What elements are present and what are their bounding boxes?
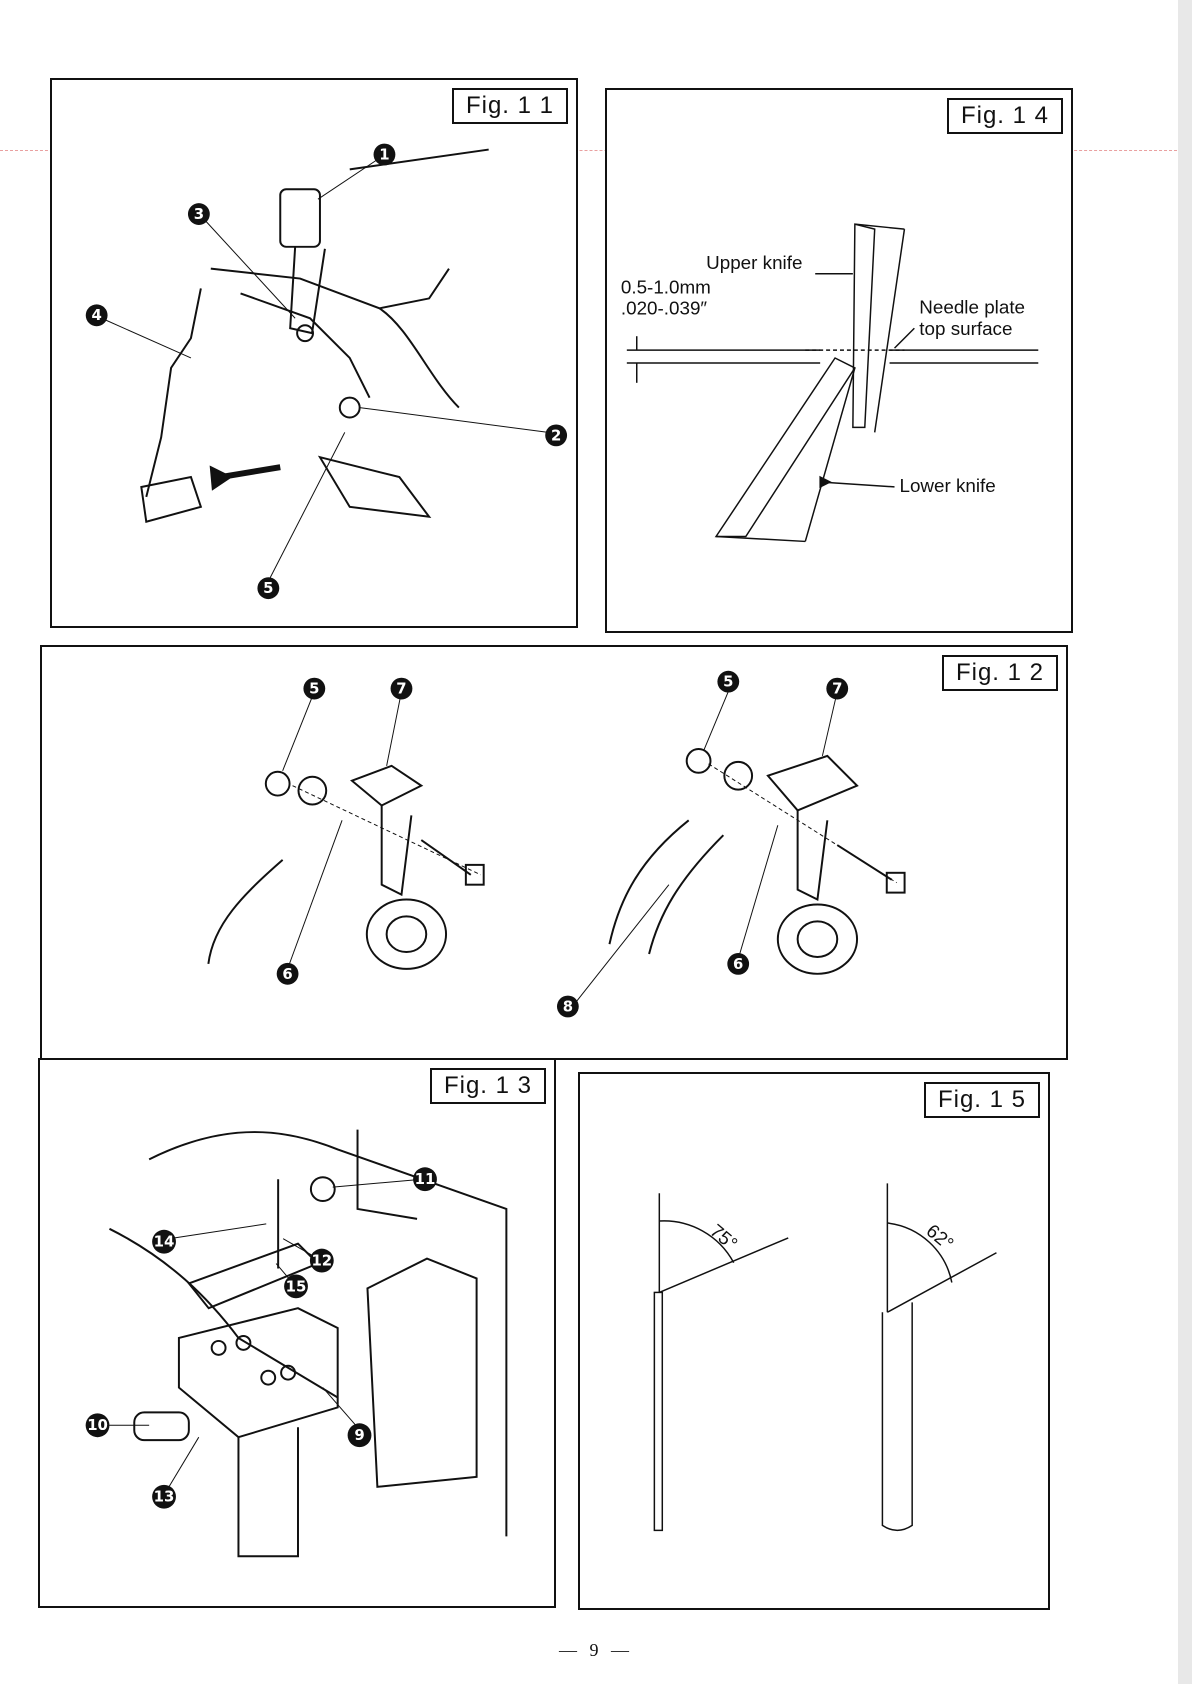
- figure-14-panel: Fig. 1 4 Upper knife 0.5-1.0mm .020-.039…: [605, 88, 1073, 633]
- fig12-callout-a6: 6: [282, 965, 292, 983]
- fig13-callout-12: 12: [311, 1252, 332, 1270]
- figure-15-panel: Fig. 1 5 75° 62°: [578, 1072, 1050, 1610]
- needle-plate-label-1: Needle plate: [919, 296, 1025, 317]
- fig12-callout-b6: 6: [733, 955, 743, 973]
- figure-11-panel: Fig. 1 1 1 2 3 4: [50, 78, 578, 628]
- fig13-callout-11: 11: [415, 1170, 436, 1188]
- fig13-callout-10: 10: [87, 1416, 108, 1434]
- fig13-callout-9: 9: [354, 1426, 364, 1444]
- page-edge: [1178, 0, 1192, 1684]
- fig12-callout-b7: 7: [832, 680, 842, 698]
- fig13-callout-15: 15: [286, 1277, 307, 1295]
- page-number: — 9 —: [0, 1640, 1192, 1661]
- gap-mm-label: 0.5-1.0mm: [621, 277, 711, 298]
- angle-62-label: 62°: [922, 1220, 957, 1254]
- figure-11-illustration: 1 2 3 4 5: [52, 80, 576, 626]
- angle-75-label: 75°: [706, 1220, 741, 1254]
- figure-12-illustration: 5 7 6 5 7 6 8: [42, 647, 1066, 1058]
- fig12-callout-a5: 5: [309, 680, 319, 698]
- upper-knife-label: Upper knife: [706, 252, 802, 273]
- needle-plate-label-2: top surface: [919, 318, 1012, 339]
- lower-knife-label: Lower knife: [899, 475, 995, 496]
- fig12-callout-8: 8: [563, 997, 573, 1015]
- figure-14-illustration: Upper knife 0.5-1.0mm .020-.039″ Needle …: [607, 90, 1071, 631]
- fig13-callout-13: 13: [154, 1488, 175, 1506]
- fig13-callout-14: 14: [154, 1233, 175, 1251]
- fig12-callout-a7: 7: [396, 680, 406, 698]
- fig11-callout-2: 2: [551, 426, 561, 444]
- figure-15-illustration: 75° 62°: [580, 1074, 1048, 1608]
- fig11-callout-4: 4: [91, 306, 101, 324]
- fig11-callout-3: 3: [194, 205, 204, 223]
- fig11-callout-5: 5: [263, 579, 273, 597]
- figure-13-illustration: 11 14 12 15 10 9 13: [40, 1060, 554, 1606]
- gap-in-label: .020-.039″: [621, 297, 708, 318]
- fig12-callout-b5: 5: [723, 673, 733, 691]
- fig11-callout-1: 1: [379, 145, 389, 163]
- figure-12-panel: Fig. 1 2: [40, 645, 1068, 1060]
- figure-13-panel: Fig. 1 3 11 14 12: [38, 1058, 556, 1608]
